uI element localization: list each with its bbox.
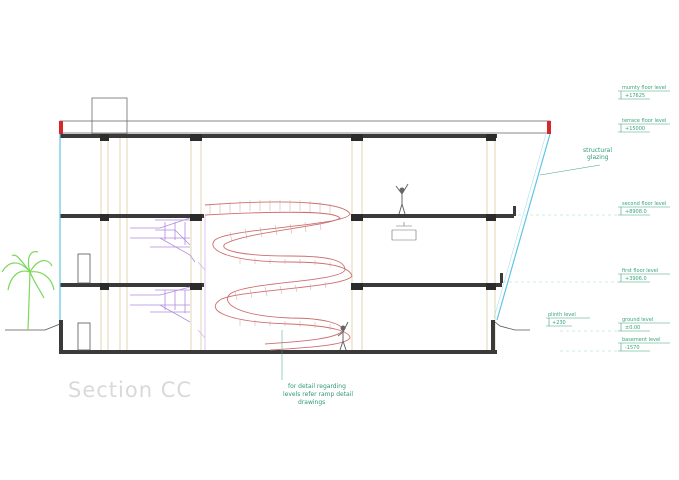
plinth-level-value: +230 <box>552 320 566 326</box>
second-floor-railing <box>513 206 516 216</box>
level-name-3: first floor level <box>622 268 658 274</box>
level-name-5: basement level <box>622 337 660 343</box>
human-figures <box>337 183 409 351</box>
left-base-wall <box>59 320 63 354</box>
glazing-leader <box>539 164 601 176</box>
right-base-wall <box>491 320 495 354</box>
level-name-0: mumty floor level <box>622 85 666 91</box>
ramp-hatching <box>209 200 331 330</box>
level-name-1: terrace floor level <box>622 118 666 124</box>
mumty-block <box>91 97 128 135</box>
structural-glazing-line <box>496 133 551 321</box>
level-value-3: +3906.0 <box>625 276 647 282</box>
terrace-parapet <box>59 120 551 134</box>
helical-ramp <box>204 201 353 351</box>
level-extension-lines <box>503 214 618 352</box>
detail-note-line1: for detail regarding <box>288 383 346 390</box>
level-value-2: +8908.0 <box>625 209 647 215</box>
ground-line-right <box>494 321 530 331</box>
plinth-marker <box>546 317 590 327</box>
level-name-4: ground level <box>622 317 653 323</box>
parapet-cap-left <box>59 121 63 134</box>
stairs <box>130 215 206 350</box>
plinth-level-label: plinth level <box>548 312 576 318</box>
ground-line-left <box>5 323 61 331</box>
level-name-2: second floor level <box>622 201 666 207</box>
columns <box>100 135 496 353</box>
doors <box>77 253 91 351</box>
floor-slabs <box>60 134 514 354</box>
glazing-note-line2: glazing <box>587 154 609 161</box>
detail-note-line2: levels refer ramp detail <box>283 391 353 398</box>
palm-tree-icon <box>1 251 55 331</box>
detail-note-line3: drawings <box>298 399 325 406</box>
level-value-0: +17625 <box>625 93 645 99</box>
first-floor-railing <box>500 273 503 283</box>
level-value-5: -1570 <box>625 345 640 351</box>
level-value-4: ±0.00 <box>625 325 640 331</box>
level-markers <box>618 90 670 352</box>
ceiling-light-icon <box>391 222 417 241</box>
column-heads <box>100 134 496 290</box>
section-title: Section CC <box>68 378 192 402</box>
level-value-1: +15000 <box>625 126 645 132</box>
parapet-cap-right <box>547 121 551 134</box>
glazing-note-line1: structural <box>583 147 612 154</box>
